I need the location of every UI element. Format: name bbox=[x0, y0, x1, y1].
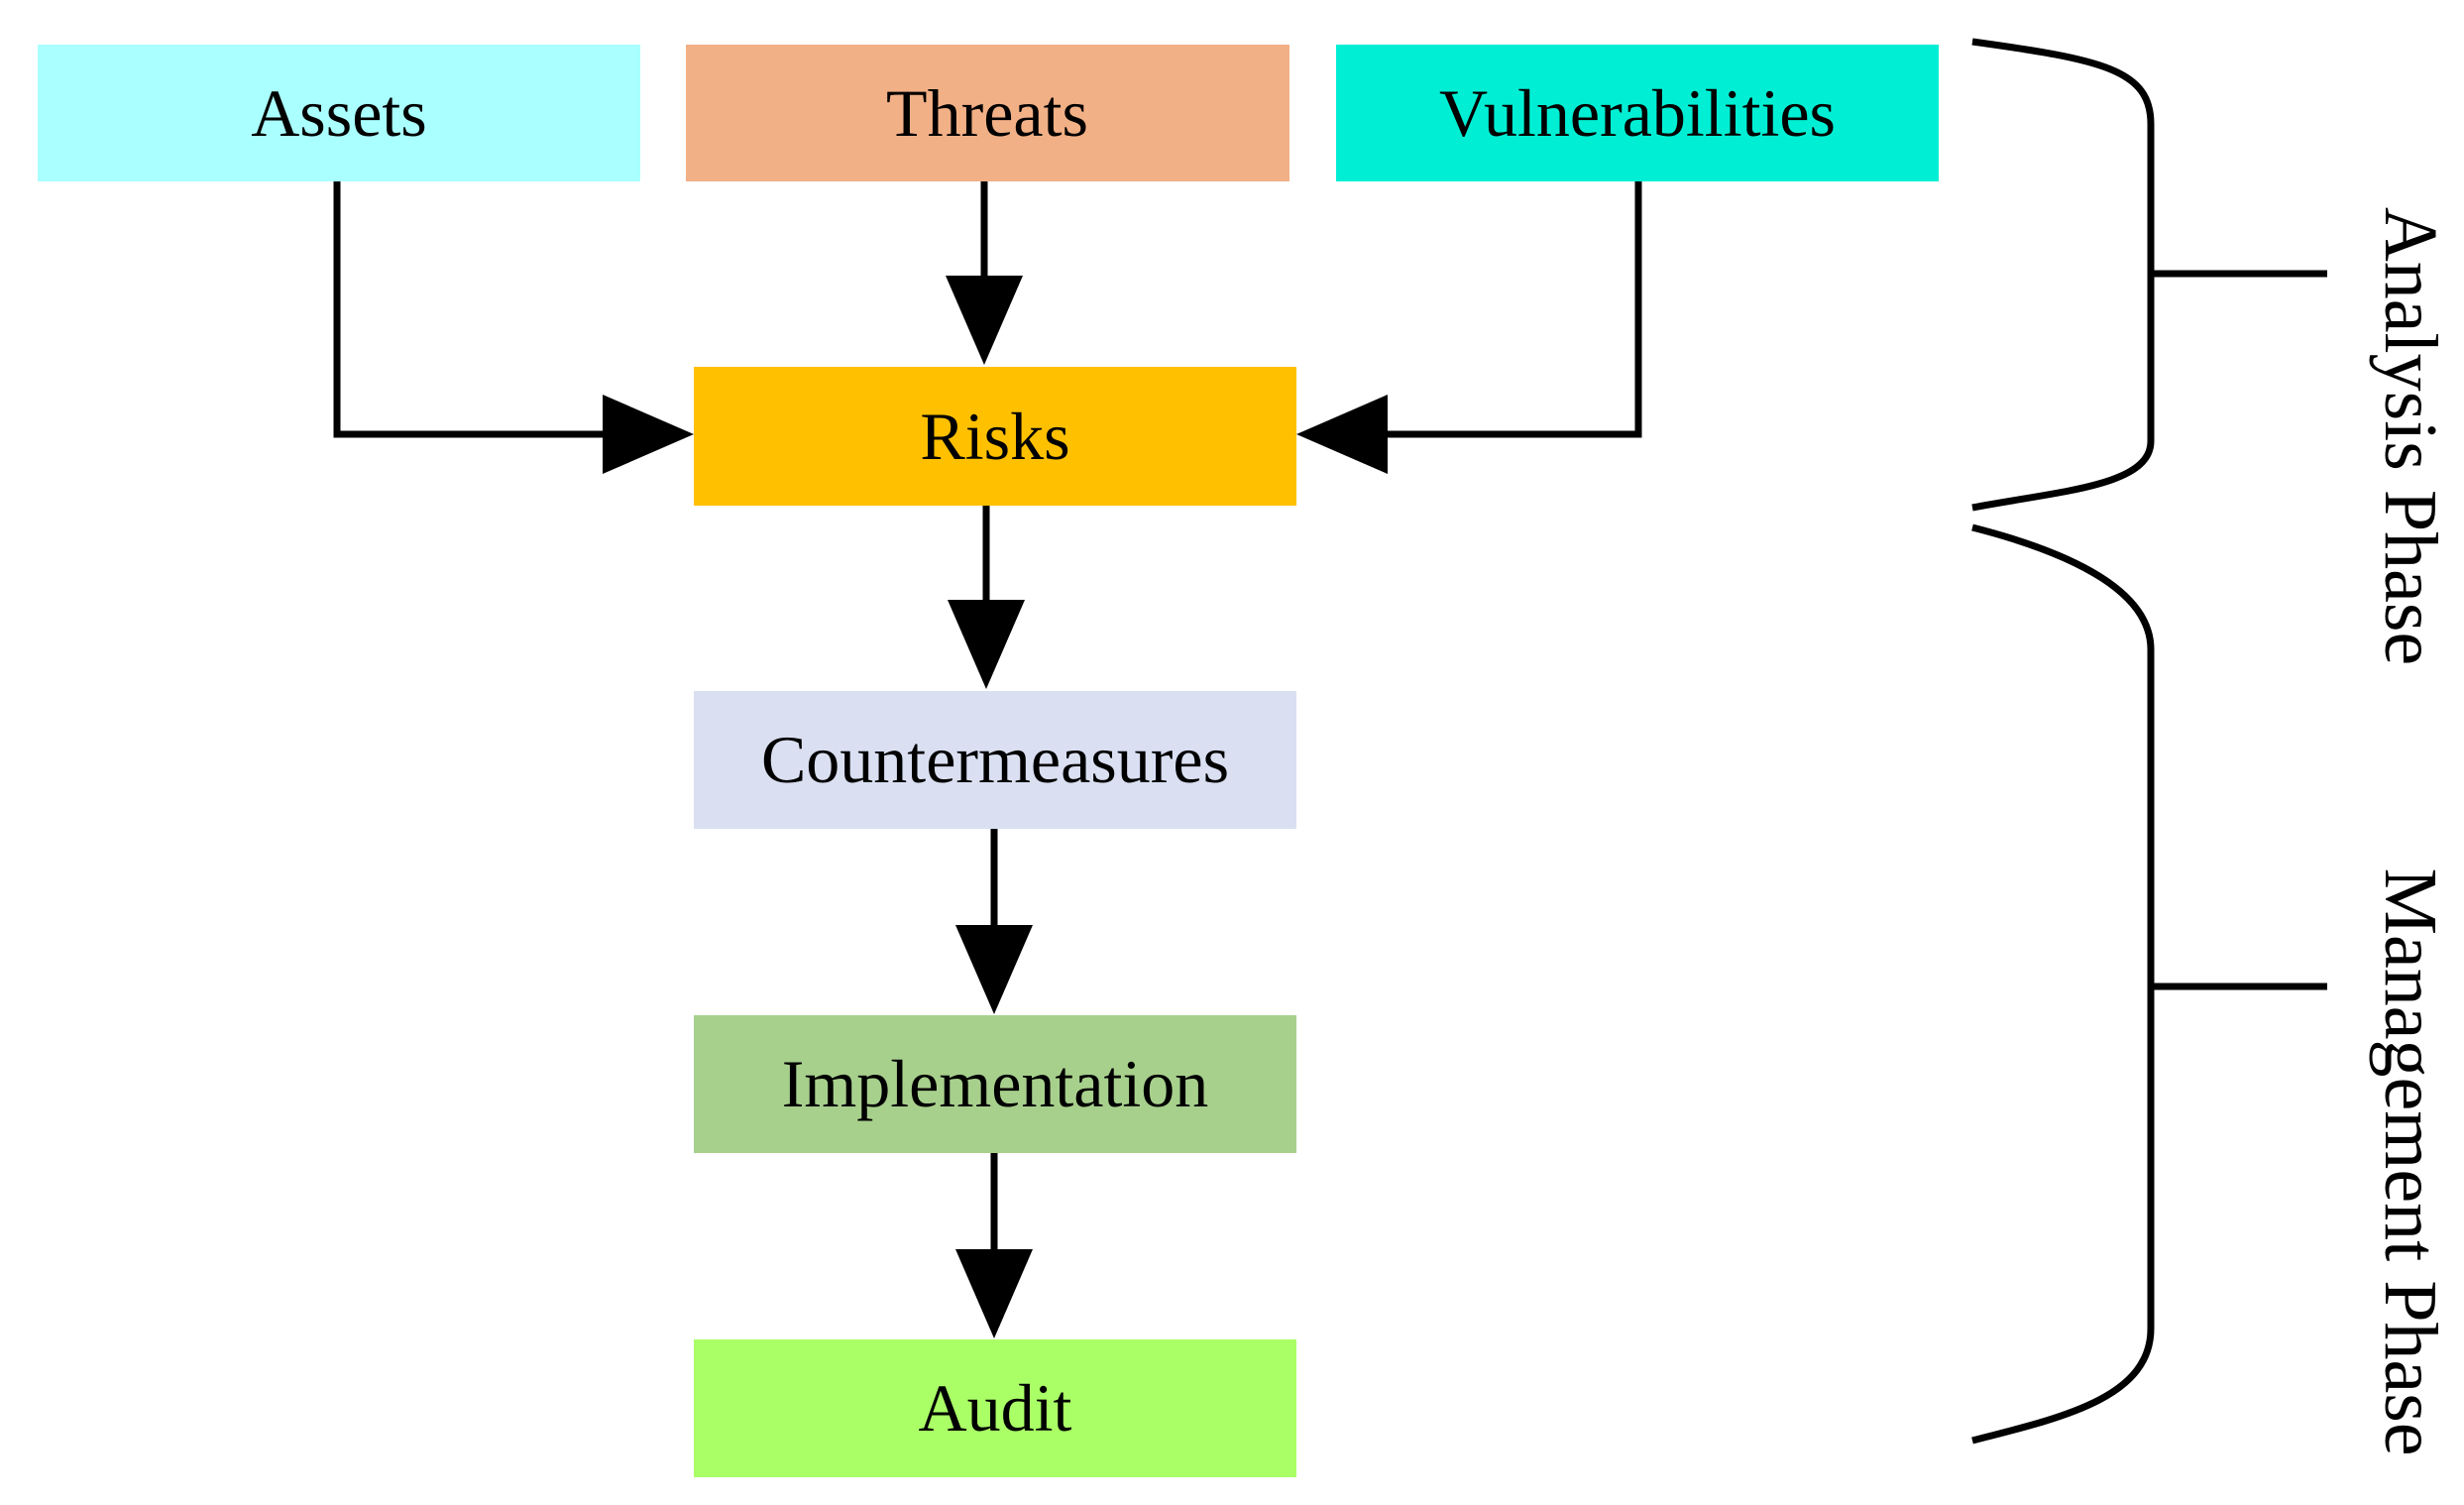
arrowhead-assets-risks bbox=[603, 395, 694, 474]
management-phase-label: Management Phase bbox=[2369, 868, 2452, 1455]
analysis-phase-brace bbox=[1971, 38, 2327, 512]
node-vulnerabilities-label: Vulnerabilities bbox=[1439, 75, 1836, 151]
node-assets-label: Assets bbox=[251, 75, 427, 151]
node-vulnerabilities-box bbox=[1336, 45, 1939, 181]
node-countermeasures: Countermeasures bbox=[694, 691, 1296, 829]
node-audit: Audit bbox=[694, 1339, 1296, 1477]
node-vulnerabilities: Vulnerabilities bbox=[1336, 45, 1939, 181]
node-implementation: Implementation bbox=[694, 1015, 1296, 1153]
node-implementation-box bbox=[694, 1015, 1296, 1153]
node-audit-label: Audit bbox=[919, 1370, 1072, 1446]
node-risks-box bbox=[694, 367, 1296, 506]
node-countermeasures-label: Countermeasures bbox=[761, 722, 1229, 797]
edge-assets-risks bbox=[333, 181, 615, 438]
node-risks: Risks bbox=[694, 367, 1296, 506]
arrowhead-vulnerabilities-risks bbox=[1296, 395, 1388, 474]
edges bbox=[333, 181, 1642, 1338]
analysis-brace-path bbox=[1971, 38, 2155, 512]
arrowhead-risks-countermeasures bbox=[948, 600, 1025, 689]
node-risks-label: Risks bbox=[920, 399, 1069, 474]
node-countermeasures-box bbox=[694, 691, 1296, 829]
analysis-phase-label: Analysis Phase bbox=[2369, 207, 2452, 665]
arrowhead-threats-risks bbox=[946, 276, 1023, 365]
node-threats-label: Threats bbox=[886, 75, 1088, 151]
arrowhead-countermeasures-implementation bbox=[955, 925, 1033, 1014]
node-implementation-label: Implementation bbox=[782, 1046, 1209, 1121]
node-audit-box bbox=[694, 1339, 1296, 1477]
node-assets: Assets bbox=[38, 45, 640, 181]
edge-vulnerabilities-risks bbox=[1376, 181, 1642, 438]
management-brace-path bbox=[1971, 523, 2155, 1445]
node-threats: Threats bbox=[686, 45, 1289, 181]
arrowhead-implementation-audit bbox=[955, 1249, 1033, 1338]
node-assets-box bbox=[38, 45, 640, 181]
management-phase-brace bbox=[1971, 523, 2327, 1445]
node-threats-box bbox=[686, 45, 1289, 181]
